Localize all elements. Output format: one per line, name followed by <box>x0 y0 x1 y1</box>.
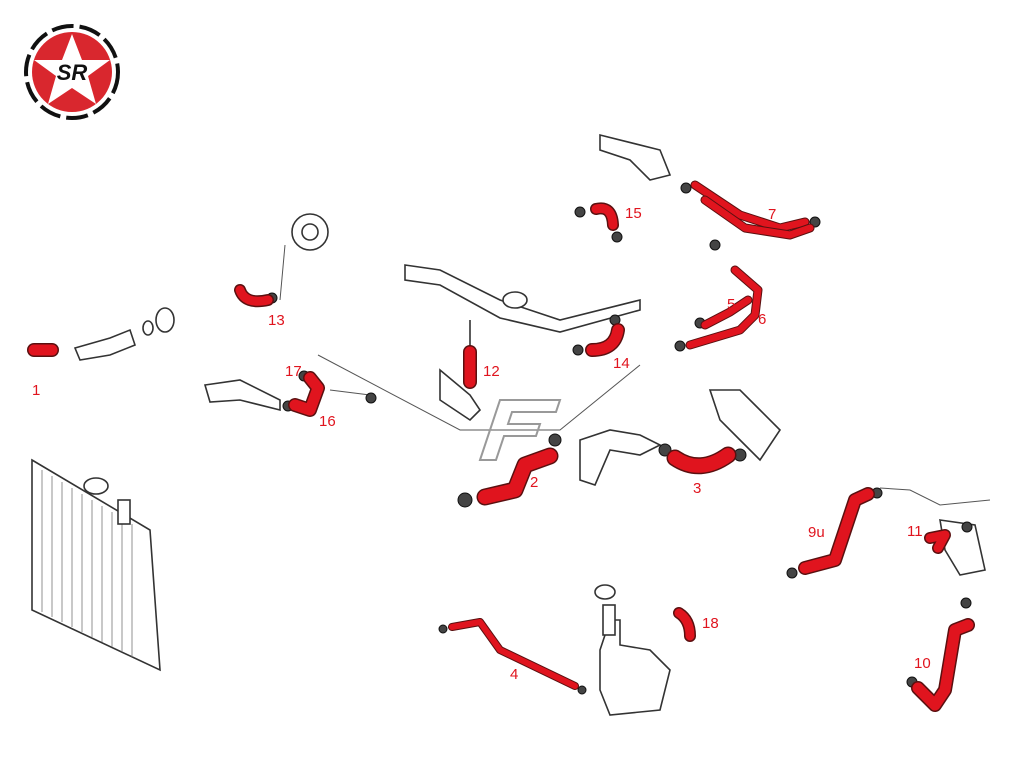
part-label-2: 2 <box>530 474 539 491</box>
svg-text:SR: SR <box>57 60 88 85</box>
part-label-4: 4 <box>510 666 519 683</box>
part-label-13: 13 <box>268 312 285 329</box>
hose-18 <box>673 607 696 642</box>
hose-16-17 <box>288 371 325 417</box>
part-label-6: 6 <box>758 311 767 328</box>
part-label-11: 11 <box>907 523 923 540</box>
hose-3 <box>666 446 737 475</box>
hose-5-6 <box>685 265 763 350</box>
hose-2 <box>476 447 559 506</box>
hose-clamps <box>266 182 973 695</box>
hose-10 <box>911 618 975 712</box>
hose-9 <box>798 487 875 575</box>
watermark-logo <box>478 399 562 461</box>
hose-4 <box>448 618 579 690</box>
part-label-10: 10 <box>914 655 931 672</box>
part-label-1: 1 <box>32 382 41 399</box>
hose-11 <box>924 529 951 554</box>
hose-13 <box>234 284 274 308</box>
part-label-17: 17 <box>285 363 302 380</box>
hose-7 <box>690 180 815 240</box>
radiator <box>31 458 161 672</box>
hose-15 <box>590 202 619 231</box>
part-label-18: 18 <box>702 615 719 632</box>
engine-parts <box>73 133 986 716</box>
leader-lines <box>279 244 991 506</box>
part-label-12: 12 <box>483 363 500 380</box>
part-label-3: 3 <box>693 480 702 497</box>
part-label-15: 15 <box>625 205 642 222</box>
part-label-16: 16 <box>319 413 336 430</box>
hose-14 <box>585 323 625 357</box>
part-label-5: 5 <box>727 296 736 313</box>
part-label-14: 14 <box>613 355 630 372</box>
sr-logo: SR <box>24 24 120 120</box>
part-label-9: 9u <box>808 524 825 541</box>
hoses <box>27 180 975 712</box>
part-label-7: 7 <box>768 206 777 223</box>
